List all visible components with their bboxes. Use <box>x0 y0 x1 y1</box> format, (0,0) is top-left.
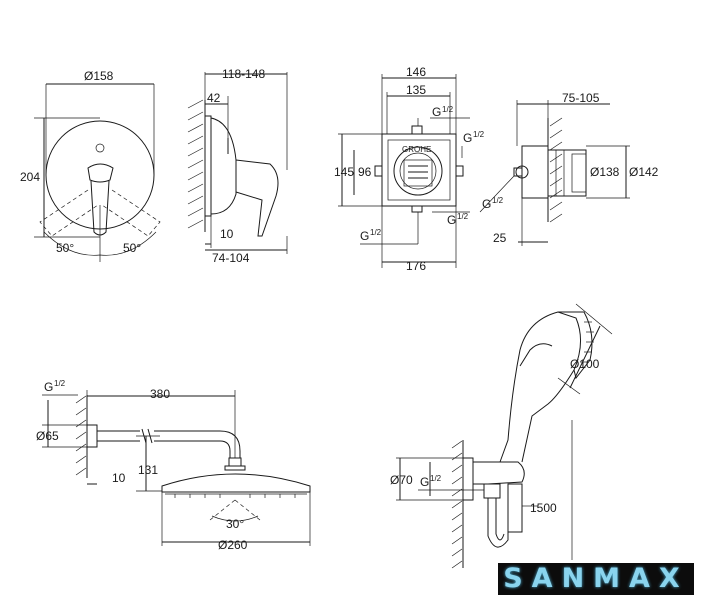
box-side-view: 75-105 Ø138 Ø142 G 1/2 25 <box>479 91 659 246</box>
dim-flange-diam: Ø65 <box>36 429 59 443</box>
nozzle-marks <box>174 494 296 498</box>
dim-box-width-135: 135 <box>406 83 426 97</box>
g-bottom-right-label: G <box>447 213 456 227</box>
dim-outlet-diam: Ø70 <box>390 473 413 487</box>
g-hand-label: G <box>420 475 429 489</box>
dim-valve-diameter: Ø158 <box>84 69 114 83</box>
g-arm-fraction: 1/2 <box>54 379 66 388</box>
g-top-label: G <box>432 105 441 119</box>
dim-hand-diam: Ø100 <box>570 357 600 371</box>
dim-25: 25 <box>493 231 507 245</box>
dim-box-width-146: 146 <box>406 65 426 79</box>
g-arm-label: G <box>44 380 53 394</box>
g-side-label: G <box>482 197 491 211</box>
mixer-front-view: Ø158 204 50° 50° <box>20 69 161 262</box>
g-side-fraction: 1/2 <box>492 196 504 205</box>
spray-face <box>580 321 594 363</box>
box-front-view: GROHE 146 135 145 96 176 G 1/2 G 1/2 <box>334 65 485 273</box>
mixer-side-view: 118-148 42 10 74-104 <box>187 67 288 265</box>
dim-box-height-145: 145 <box>334 165 354 179</box>
g-hand-fraction: 1/2 <box>430 474 442 483</box>
wall-hatch <box>187 99 204 229</box>
brand-watermark: SANMAX <box>498 563 694 595</box>
g-top-fraction: 1/2 <box>442 105 454 114</box>
dim-diam-142: Ø142 <box>629 165 659 179</box>
dim-drop-131: 131 <box>138 463 158 477</box>
dim-arm-length: 380 <box>150 387 170 401</box>
logo-text: GROHE <box>402 145 431 154</box>
hand-shower-view: Ø100 Ø70 G 1/2 1500 <box>390 303 613 569</box>
g-right-fraction: 1/2 <box>473 130 485 139</box>
lever-right-position <box>101 189 161 237</box>
lever-left-position <box>39 189 99 237</box>
dim-valve-height: 204 <box>20 170 40 184</box>
dim-box-height-96: 96 <box>358 165 372 179</box>
dim-depth-range: 118-148 <box>222 67 265 81</box>
dim-diam-138: Ø138 <box>590 165 620 179</box>
g-right-label: G <box>463 131 472 145</box>
g-bottom-right-fraction: 1/2 <box>457 212 469 221</box>
lever-head <box>87 163 114 183</box>
dim-angle-right: 50° <box>123 241 141 255</box>
dim-body-depth: 75-105 <box>562 91 600 105</box>
dim-head-diam: Ø260 <box>218 538 248 552</box>
dim-depth-10: 10 <box>220 227 234 241</box>
dim-angle-left: 50° <box>56 241 74 255</box>
dim-box-width-176: 176 <box>406 259 426 273</box>
dim-depth-42: 42 <box>207 91 221 105</box>
dim-hose-length: 1500 <box>530 501 557 515</box>
dim-wall-10: 10 <box>112 471 126 485</box>
g-bottom-left-fraction: 1/2 <box>370 228 382 237</box>
screw-hole <box>95 143 105 153</box>
g-bottom-left-label: G <box>360 229 369 243</box>
overhead-shower-view: 30° 380 G 1/2 Ø65 10 131 Ø260 <box>36 379 311 552</box>
dim-projection: 74-104 <box>212 251 250 265</box>
dim-tilt-angle: 30° <box>226 517 244 531</box>
